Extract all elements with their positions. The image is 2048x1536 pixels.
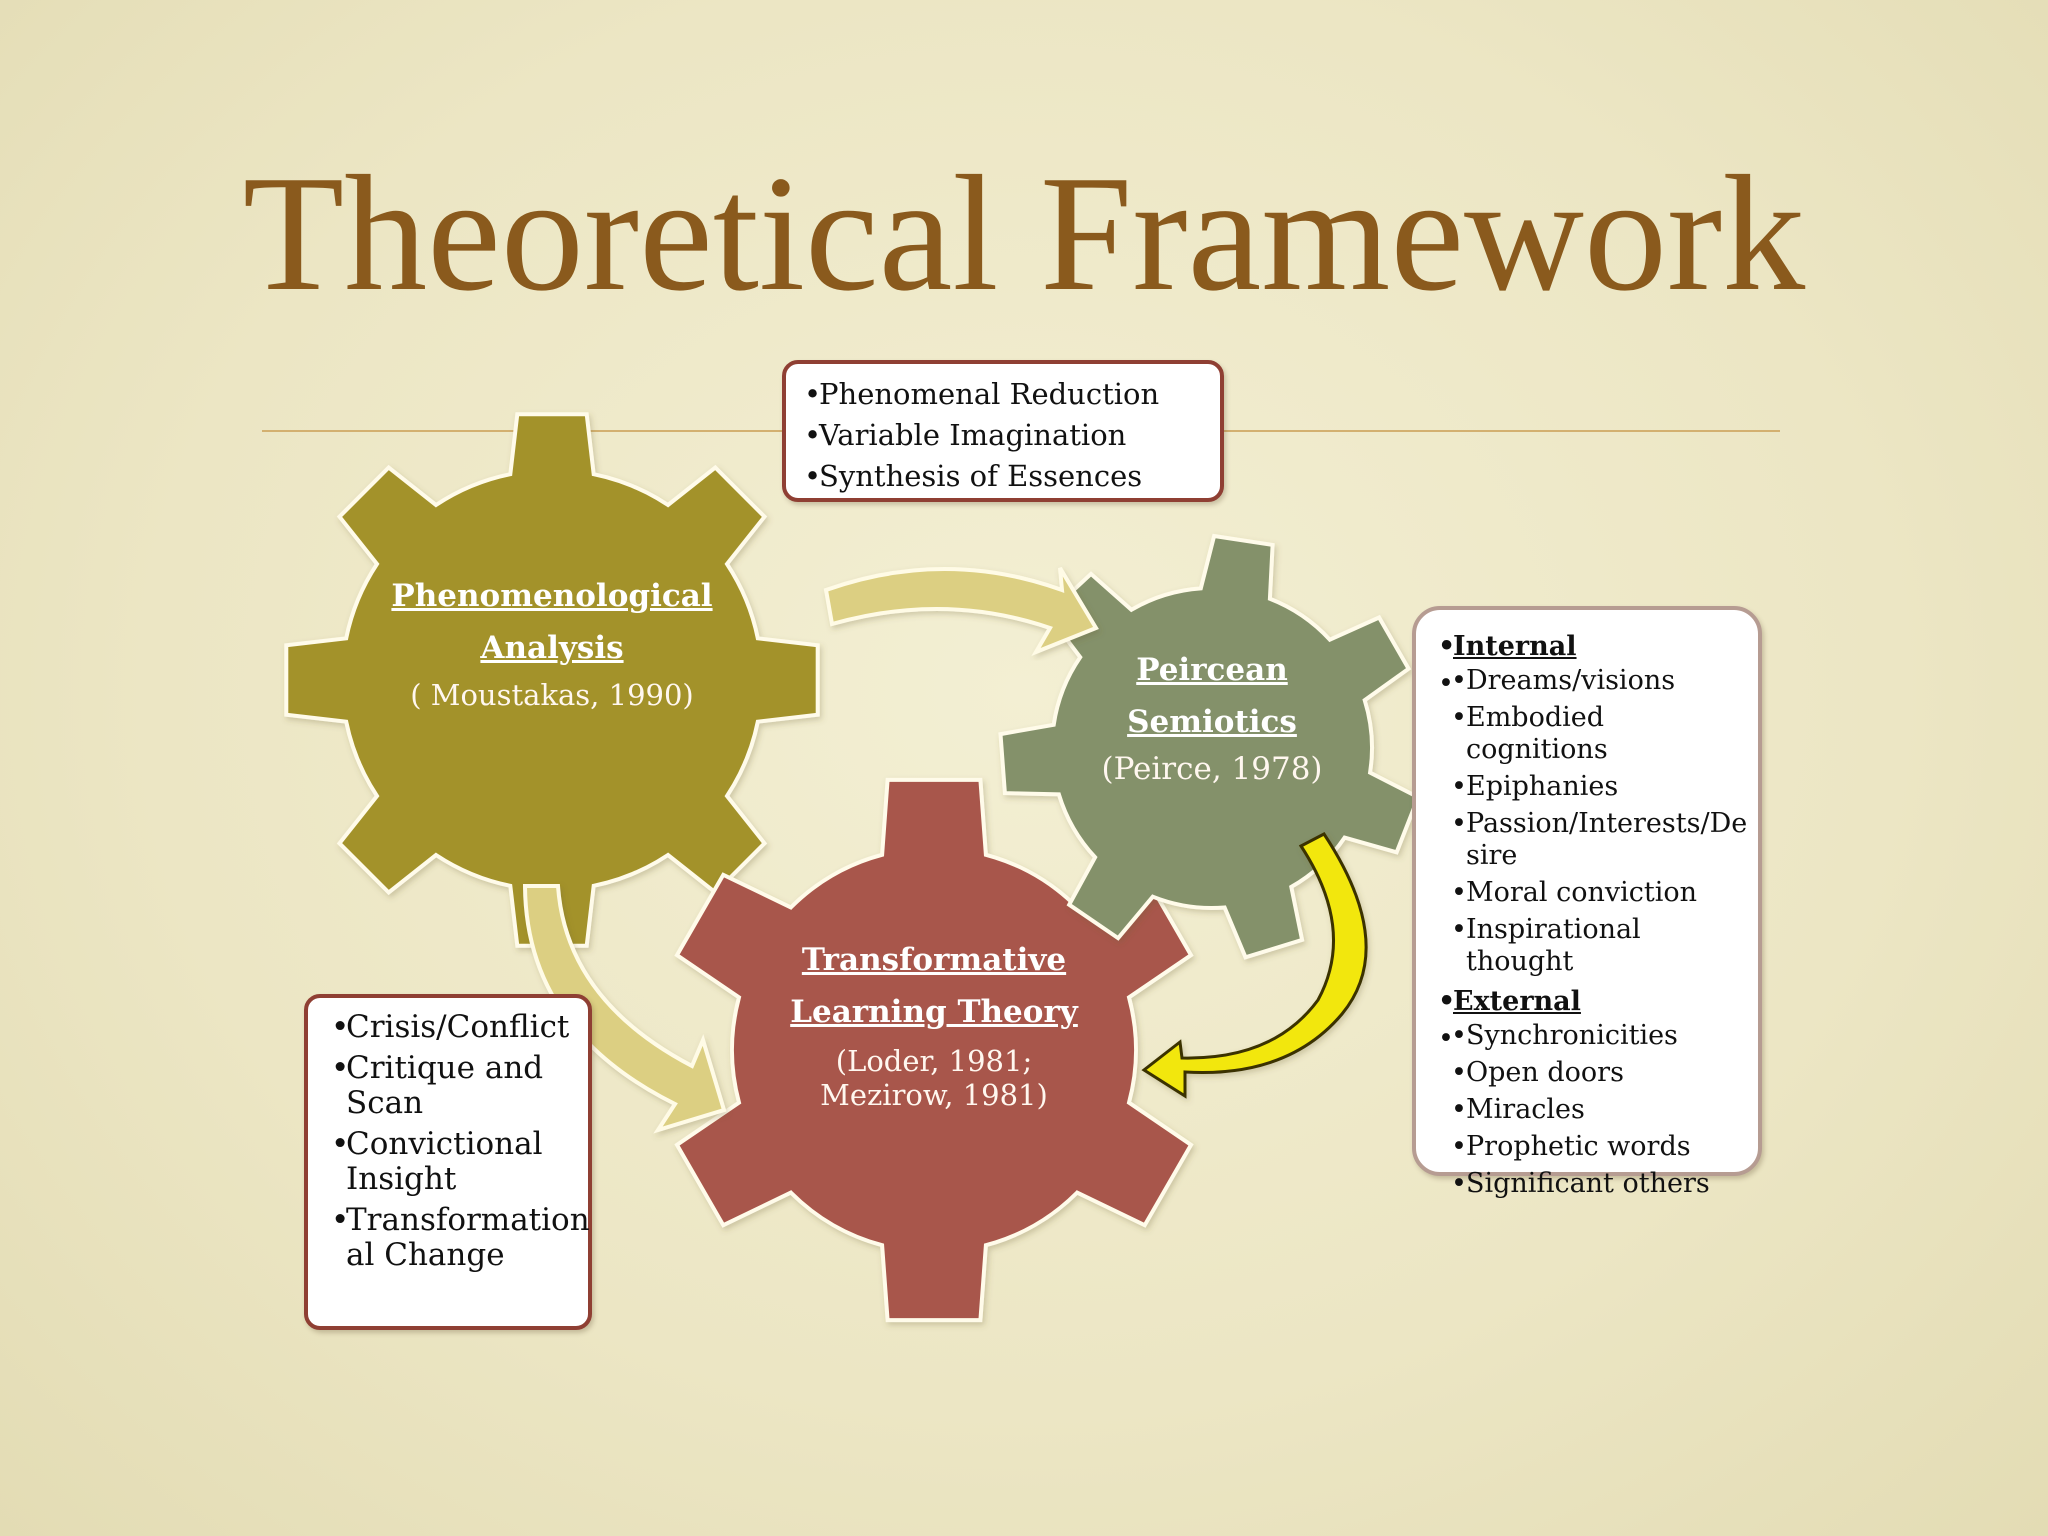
internal-group: Dreams/visions Embodied cognitions Epiph… — [1438, 665, 1750, 983]
gear-phenomenological-label: Phenomenological Analysis ( Moustakas, 1… — [384, 570, 720, 712]
gear-phenomenological-shape — [284, 412, 820, 948]
callout-semiotic-signs: Internal Dreams/visions Embodied cogniti… — [1412, 606, 1762, 1200]
gear-peircean-name-line1: Peircean — [1136, 652, 1288, 688]
arrow-phenomenological-to-transformative — [522, 884, 727, 1134]
internal-heading: Internal — [1438, 628, 1750, 665]
callout-phenomenological-steps: Phenomenal Reduction Variable Imaginatio… — [782, 360, 1224, 502]
list-item: Transformation al Change — [331, 1203, 590, 1273]
gear-peircean-citation: (Peirce, 1978) — [1101, 751, 1323, 787]
gear-transformative-label: Transformative Learning Theory (Loder, 1… — [774, 934, 1094, 1112]
external-group: Synchronicities Open doors Miracles Prop… — [1438, 1020, 1750, 1205]
gear-transformative-name-line2: Learning Theory — [790, 994, 1078, 1030]
gear-transformative-citation-line2: Mezirow, 1981) — [820, 1078, 1048, 1112]
list-item: Inspirational thought — [1451, 914, 1750, 983]
internal-list: Dreams/visions Embodied cognitions Epiph… — [1451, 665, 1750, 983]
list-item: Synthesis of Essences — [804, 456, 1220, 497]
list-item: Moral conviction — [1451, 877, 1750, 914]
list-item: Open doors — [1451, 1057, 1750, 1094]
gear-peircean-label: Peircean Semiotics (Peirce, 1978) — [1082, 644, 1342, 786]
gear-peircean-name-line2: Semiotics — [1127, 704, 1297, 740]
step-list: Phenomenal Reduction Variable Imaginatio… — [786, 364, 1220, 497]
external-list: Synchronicities Open doors Miracles Prop… — [1451, 1020, 1750, 1205]
arrow-peircean-to-transformative — [1141, 832, 1368, 1099]
sign-list: Internal Dreams/visions Embodied cogniti… — [1416, 610, 1758, 1205]
stage-list: Crisis/Conflict Critique and Scan Convic… — [308, 998, 590, 1273]
divider-rule-right — [1222, 430, 1780, 432]
list-item: Crisis/Conflict — [331, 1010, 578, 1046]
list-item: Critique and Scan — [331, 1051, 578, 1121]
list-item: Significant others — [1451, 1168, 1750, 1205]
gear-phenomenological-citation: ( Moustakas, 1990) — [410, 678, 694, 712]
gear-transformative-citation-line1: (Loder, 1981; — [835, 1044, 1033, 1078]
list-item: Miracles — [1451, 1094, 1750, 1131]
list-item: Dreams/visions — [1451, 665, 1750, 702]
list-item: Synchronicities — [1451, 1020, 1750, 1057]
arrow-phenomenological-to-peircean — [823, 566, 1099, 657]
gear-transformative-name-line1: Transformative — [801, 942, 1067, 978]
list-item: Embodied cognitions — [1451, 702, 1750, 771]
list-item: Convictional Insight — [331, 1127, 578, 1197]
list-item: Variable Imagination — [804, 415, 1220, 456]
list-item: Prophetic words — [1451, 1131, 1750, 1168]
list-item: Phenomenal Reduction — [804, 374, 1220, 415]
gear-phenomenological-name-line2: Analysis — [480, 630, 624, 666]
callout-transformative-stages: Crisis/Conflict Critique and Scan Convic… — [304, 994, 592, 1330]
slide-title: Theoretical Framework — [242, 141, 1806, 325]
list-item: Passion/Interests/De sire — [1451, 808, 1750, 877]
external-heading: External — [1438, 983, 1750, 1020]
gear-phenomenological-name-line1: Phenomenological — [391, 578, 713, 614]
list-item: Epiphanies — [1451, 771, 1750, 808]
